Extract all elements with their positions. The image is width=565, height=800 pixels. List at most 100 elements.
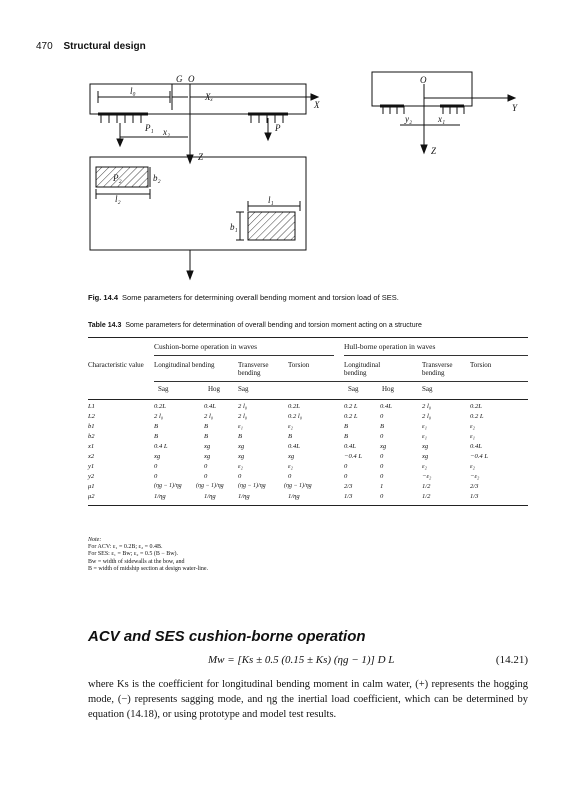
sub-sag-1: Sag [158, 385, 169, 393]
table-cell: 0 [154, 473, 158, 480]
table-cell: 0.4 L [154, 443, 168, 450]
table-cell: 1/ηg [154, 493, 166, 500]
label-G: G [176, 74, 183, 84]
table-cell: 2 l₀ [238, 413, 248, 420]
table-cell: B [154, 433, 159, 440]
table-cell: (ηg − 1)/ηg [284, 483, 312, 489]
table-cell: xg [238, 453, 245, 460]
table-cell: 0.4L [470, 443, 482, 450]
figure-14-4: G O l₀ Xₓ X P₁ x₂ P Z b₂ l₂ l₁ b₁ P₂ O Y… [89, 71, 518, 281]
table-cell: B [380, 423, 385, 430]
figure-caption-text: Some parameters for determining overall … [122, 293, 399, 302]
table-cell: 0 [344, 473, 348, 480]
table-header-rule [88, 399, 528, 400]
table-cell: B [154, 423, 159, 430]
table-cell: B [238, 433, 243, 440]
table-notes: Note: For ACV: ε₁ = 0.2B; ε₂ = 0.4B. For… [88, 537, 528, 573]
table-cell: 0 [380, 463, 384, 470]
table-cell: b1 [88, 423, 95, 430]
table-cell: xg [238, 443, 245, 450]
table-cell: 2 l₀ [238, 403, 248, 410]
note-acv: For ACV: ε₁ = 0.2B; ε₂ = 0.4B. [88, 544, 163, 551]
figure-caption-number: Fig. 14.4 [88, 293, 119, 302]
label-b1: b₁ [230, 222, 238, 232]
table-cell: 0.4L [344, 443, 356, 450]
table-cell: L1 [88, 403, 95, 410]
label-b2: b₂ [153, 173, 161, 183]
table-cell: ε₂ [470, 463, 475, 470]
table-cell: xg [380, 443, 387, 450]
table-cell: ε₂ [288, 423, 293, 430]
table-cell: 2 l₀ [422, 413, 432, 420]
label-y2: y₂ [404, 114, 412, 124]
table-cell: 0.2 L [344, 403, 358, 410]
label-l2: l₂ [115, 194, 121, 204]
table-cell: x2 [88, 453, 95, 460]
label-Xg: Xₓ [204, 92, 213, 102]
table-cell: xg [288, 453, 295, 460]
table-cell: 2 l₀ [422, 403, 432, 410]
table-cell: xg [422, 453, 429, 460]
table-cell: B [204, 423, 209, 430]
table-cell: 0 [380, 453, 384, 460]
label-x1: x₁ [437, 114, 445, 124]
page-number: 470 [36, 41, 53, 52]
table-cell: 0.2 L [344, 413, 358, 420]
col-torsion-2: Torsion [470, 361, 492, 369]
table-cell: 0 [288, 473, 292, 480]
table-cell: 2 l₀ [154, 413, 164, 420]
col-longitudinal-bending-2: Longitudinal bending [344, 361, 381, 377]
label-P2: P₂ [112, 173, 122, 183]
table-cell: 0.4L [204, 403, 216, 410]
table-cell: (ηg − 1)/ηg [196, 483, 224, 489]
table-cell: B [288, 433, 293, 440]
group-hull-borne: Hull-borne operation in waves [344, 342, 436, 351]
table-cell: 1/ηg [238, 493, 250, 500]
table-cell: y1 [88, 463, 95, 470]
label-Z: Z [198, 152, 204, 162]
table-cell: ε₁ [238, 423, 243, 430]
table-top-rule [88, 337, 528, 338]
label-l0: l₀ [130, 86, 136, 96]
table-cell: ε₂ [470, 423, 475, 430]
note-bw: Bw = width of sidewalls at the bow, and [88, 558, 185, 565]
table-cell: 0 [380, 433, 384, 440]
equation-number: (14.21) [495, 654, 528, 666]
table-cell: −0.4 L [344, 453, 363, 460]
skirt-right [248, 112, 288, 123]
running-header: 470 Structural design [36, 41, 146, 52]
table-cell: B [344, 423, 349, 430]
plan-view-hull [89, 156, 307, 251]
sub-sag-4: Sag [422, 385, 433, 393]
table-cell: ε₂ [238, 463, 243, 470]
table-cell: 0 [344, 463, 348, 470]
table-cell: 0 [380, 413, 384, 420]
equation-body: Mw = [Ks ± 0.5 (0.15 ± Ks) (ηg − 1)] D L [208, 654, 395, 666]
table-cell: 0 [154, 463, 158, 470]
sub-sag-3: Sag [348, 385, 359, 393]
table-cell: 0.2L [288, 403, 300, 410]
table-cell: 0 [380, 493, 384, 500]
label-x2: x₂ [162, 127, 170, 137]
table-cell: b2 [88, 433, 95, 440]
table-cell: xg [204, 443, 211, 450]
table-cell: xg [204, 453, 211, 460]
table-cell: xg [154, 453, 161, 460]
table-cell: ε₂ [422, 463, 427, 470]
table-caption-text: Some parameters for determination of ove… [125, 322, 422, 329]
table-cell: ε₁ [422, 423, 427, 430]
skirt-left [98, 112, 148, 123]
table-cell: ε₂ [288, 463, 293, 470]
body-paragraph: where Ks is the coefficient for longitud… [88, 679, 528, 720]
table-cell: 1/3 [470, 493, 479, 500]
label-X: X [313, 100, 320, 110]
table-cell: 2 l₀ [204, 413, 214, 420]
table-cell: 0.2 L [470, 413, 484, 420]
note-ses: For SES: ε₁ = Bw; ε₂ = 0.5 (B − Bw). [88, 551, 179, 558]
table-cell: 0.2 l₀ [288, 413, 303, 420]
table-cell: 1/2 [422, 483, 431, 490]
note-heading: Note: [88, 537, 102, 543]
label-P1: P₁ [144, 123, 154, 133]
table-cell: 0.2L [470, 403, 482, 410]
